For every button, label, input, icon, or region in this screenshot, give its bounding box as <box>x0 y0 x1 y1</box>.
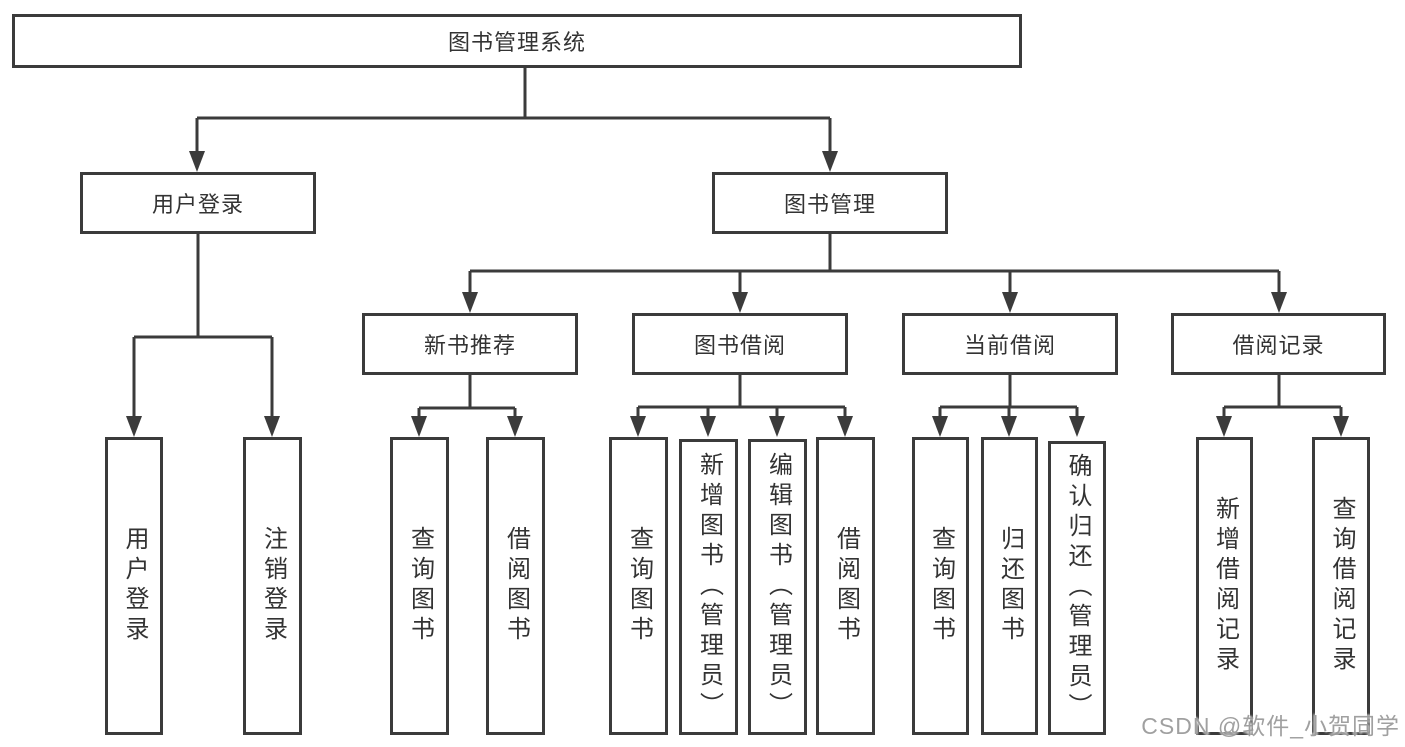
leaf-query-books-2: 查询图书 <box>609 437 668 735</box>
node-label: 图书借阅 <box>693 333 786 358</box>
leaf-query-books-1: 查询图书 <box>390 437 449 735</box>
arrowhead <box>837 416 853 437</box>
node-label: 借阅图书 <box>502 526 530 646</box>
node-label: 编辑图书（管理员） <box>764 452 792 722</box>
connector-book-borrow-to-leaves <box>636 375 847 429</box>
arrowhead <box>932 416 948 437</box>
arrowhead <box>732 292 748 313</box>
arrowhead <box>1069 416 1085 437</box>
arrowhead <box>769 416 785 437</box>
arrowhead <box>700 416 716 437</box>
connector-book-mgmt-to-level3 <box>468 234 1281 305</box>
arrowheads <box>126 151 1349 437</box>
node-label: 确认归还（管理员） <box>1064 453 1091 723</box>
node-new-book-recommend: 新书推荐 <box>362 313 578 375</box>
node-current-borrow: 当前借阅 <box>902 313 1118 375</box>
arrowhead <box>462 292 478 313</box>
arrowhead <box>1271 292 1287 313</box>
node-book-borrow: 图书借阅 <box>632 313 848 375</box>
connector-new-book-rec-to-leaves <box>417 375 517 429</box>
node-borrow-records: 借阅记录 <box>1171 313 1386 375</box>
node-user-login: 用户登录 <box>80 172 316 234</box>
node-label: 新增借阅记录 <box>1211 496 1239 676</box>
node-label: 用户登录 <box>151 192 244 217</box>
node-book-management: 图书管理 <box>712 172 948 234</box>
leaf-add-book-admin: 新增图书（管理员） <box>679 439 738 735</box>
leaf-edit-book-admin: 编辑图书（管理员） <box>748 439 807 735</box>
arrowhead <box>630 416 646 437</box>
connector-paths <box>132 68 1343 429</box>
arrowhead <box>189 151 205 172</box>
node-library-management-system: 图书管理系统 <box>12 14 1022 68</box>
node-label: 图书管理系统 <box>447 30 586 55</box>
arrowhead <box>126 416 142 437</box>
node-label: 当前借阅 <box>963 333 1056 358</box>
connector-root-to-level2 <box>195 68 832 164</box>
arrowhead <box>1001 416 1017 437</box>
node-label: 借阅图书 <box>832 526 860 646</box>
arrowhead <box>507 416 523 437</box>
leaf-add-borrow-record: 新增借阅记录 <box>1196 437 1253 735</box>
leaf-query-borrow-record: 查询借阅记录 <box>1312 437 1370 735</box>
watermark: CSDN @软件_小贺同学 <box>1141 713 1400 739</box>
node-label: 查询图书 <box>927 526 955 646</box>
node-label: 查询借阅记录 <box>1328 496 1355 676</box>
leaf-borrow-books-2: 借阅图书 <box>816 437 875 735</box>
node-label: 注销登录 <box>259 526 287 646</box>
node-label: 查询图书 <box>625 526 653 646</box>
node-label: 归还图书 <box>996 526 1024 646</box>
arrowhead <box>264 416 280 437</box>
leaf-confirm-return-admin: 确认归还（管理员） <box>1048 441 1106 735</box>
node-label: 新书推荐 <box>423 333 516 358</box>
node-label: 新增图书（管理员） <box>695 452 723 722</box>
node-label: 借阅记录 <box>1232 333 1325 358</box>
arrowhead <box>1002 292 1018 313</box>
leaf-logout: 注销登录 <box>243 437 302 735</box>
node-label: 图书管理 <box>783 192 876 217</box>
arrowhead <box>411 416 427 437</box>
node-label: 用户登录 <box>121 526 148 646</box>
leaf-user-login: 用户登录 <box>105 437 163 735</box>
leaf-return-books: 归还图书 <box>981 437 1038 735</box>
connector-user-login-to-leaves <box>132 234 274 429</box>
connector-borrow-records-to-leaves <box>1222 375 1343 429</box>
arrowhead <box>822 151 838 172</box>
leaf-query-books-3: 查询图书 <box>912 437 969 735</box>
node-label: 查询图书 <box>406 526 434 646</box>
arrowhead <box>1333 416 1349 437</box>
leaf-borrow-books-1: 借阅图书 <box>486 437 545 735</box>
arrowhead <box>1216 416 1232 437</box>
